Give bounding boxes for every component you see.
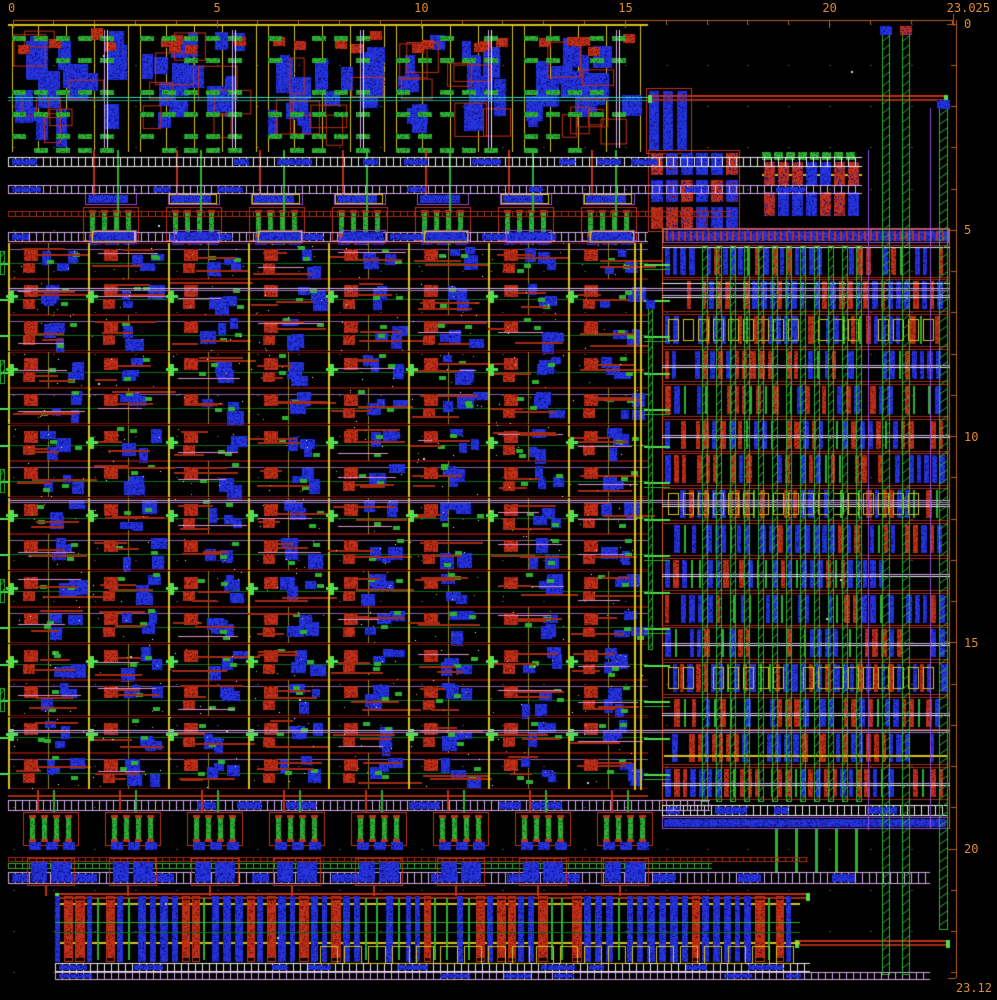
right-ruler-label-5: 5 — [964, 223, 972, 238]
right-ruler-label-0: 0 — [964, 17, 972, 31]
top-ruler-label-20: 20 — [822, 1, 837, 15]
right-ruler-label-15: 15 — [964, 635, 979, 650]
right-ruler-label-20: 20 — [964, 842, 979, 857]
top-ruler-label-end: 23.025 — [946, 1, 990, 15]
top-ruler-label-15: 15 — [618, 1, 633, 15]
right-ruler-label-10: 10 — [964, 429, 979, 444]
top-ruler-label-10: 10 — [414, 1, 429, 15]
right-ruler-label-end: 23.12 — [955, 981, 992, 995]
top-ruler-label-5: 5 — [213, 1, 221, 15]
top-ruler-label-0: 0 — [8, 1, 16, 15]
